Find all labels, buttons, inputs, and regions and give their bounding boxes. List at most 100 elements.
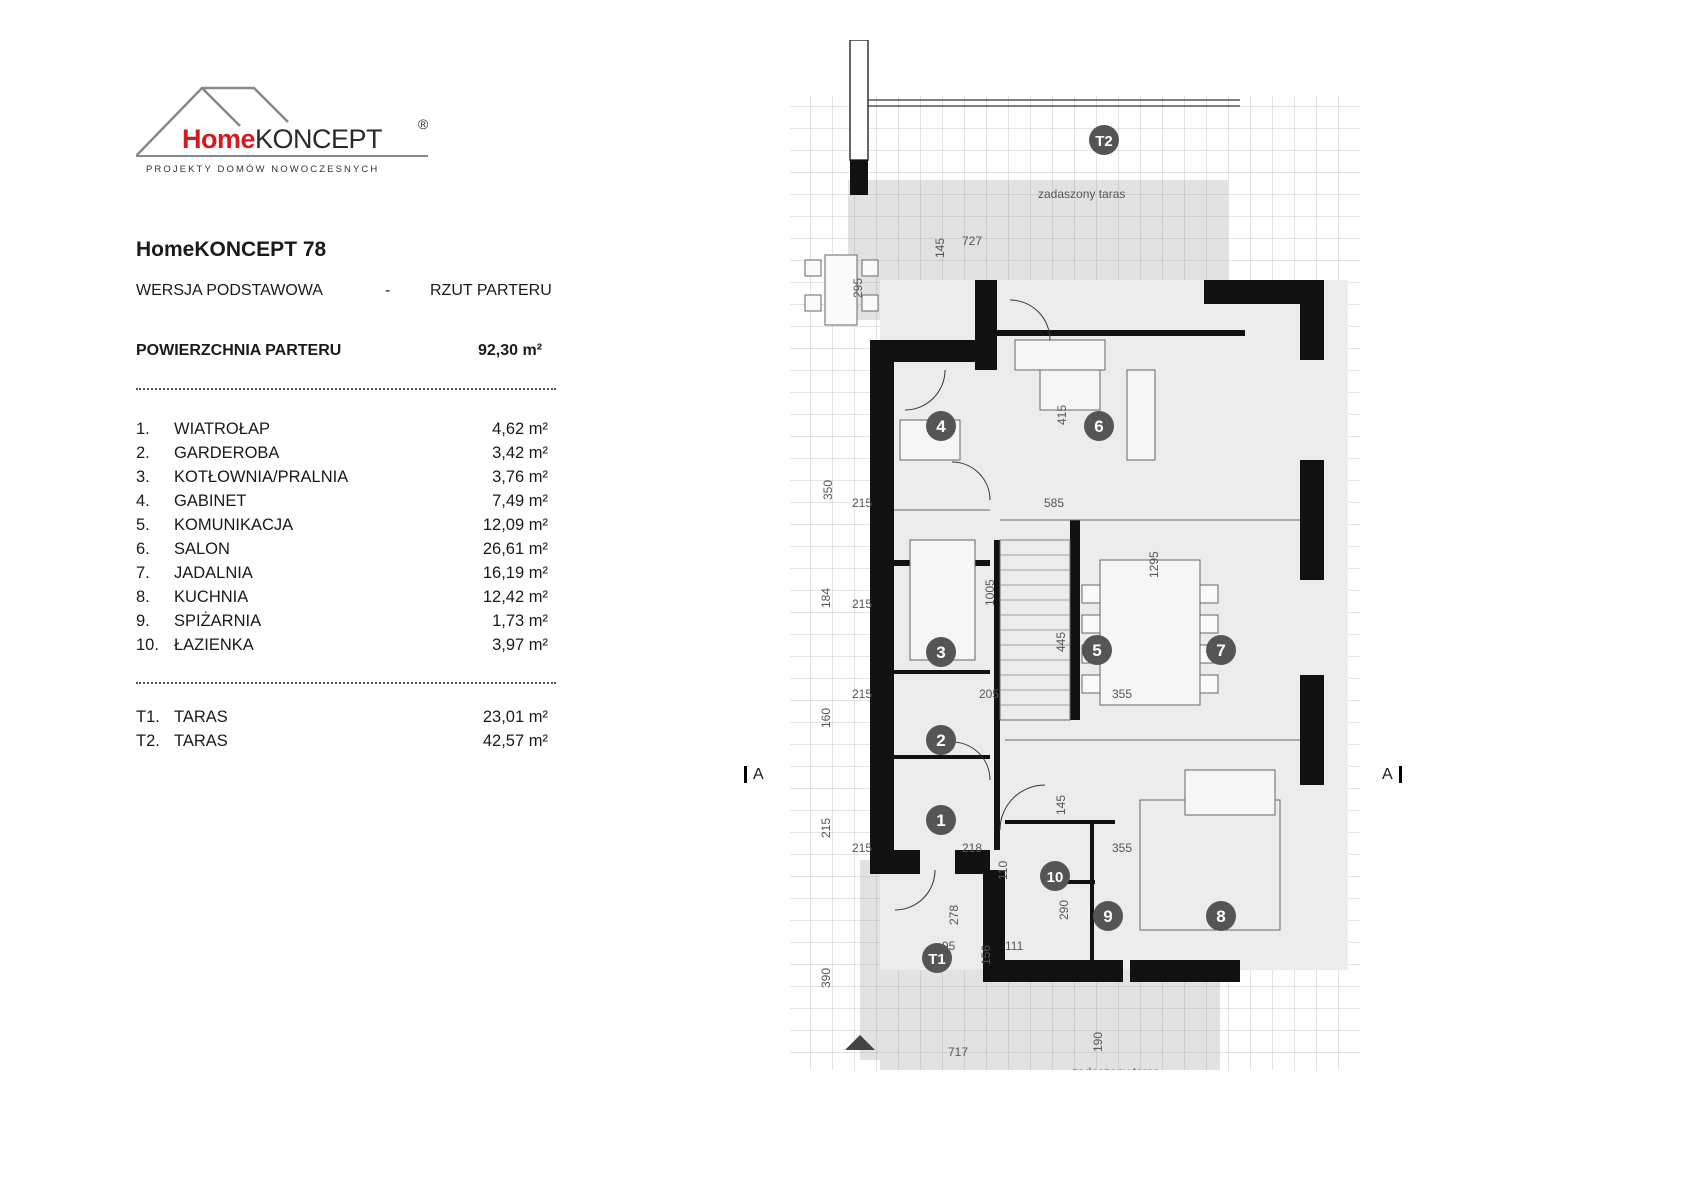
room-name: GABINET xyxy=(174,492,247,510)
room-row: 9. SPIŻARNIA 1,73 m² xyxy=(136,612,556,636)
stairs xyxy=(1000,539,1070,706)
project-title: HomeKONCEPT 78 xyxy=(136,238,327,261)
dim-205: 205 xyxy=(979,687,999,701)
room-marker-1: 1 xyxy=(926,805,956,835)
divider xyxy=(136,388,556,390)
terrace-marker-t2: T2 xyxy=(1089,125,1119,155)
room-area: 12,42 m² xyxy=(482,588,548,606)
room-name: ŁAZIENKA xyxy=(174,636,254,654)
room-marker-9: 9 xyxy=(1093,901,1123,931)
room-markers: 1 2 3 4 5 6 7 8 9 10 T1 T2 xyxy=(922,125,1236,973)
room-area: 1,73 m² xyxy=(492,612,548,630)
room-area: 16,19 m² xyxy=(482,564,548,582)
dim-218: 218 xyxy=(962,841,982,855)
room-marker-8: 8 xyxy=(1206,901,1236,931)
room-num: 1. xyxy=(136,420,150,438)
logo-koncept: KONCEPT xyxy=(255,124,383,154)
room-marker-10: 10 xyxy=(1040,861,1070,891)
dim-215: 215 xyxy=(852,687,872,701)
dim-111: 111 xyxy=(1005,939,1024,953)
svg-text:3: 3 xyxy=(936,643,945,662)
entrance-arrow xyxy=(845,1035,875,1050)
room-area: 7,49 m² xyxy=(492,492,548,510)
room-area: 3,76 m² xyxy=(492,468,548,486)
dim-215: 215 xyxy=(852,496,872,510)
terrace-name: TARAS xyxy=(174,708,228,726)
room-num: 9. xyxy=(136,612,150,630)
dim-215: 215 xyxy=(852,841,872,855)
dim-355: 355 xyxy=(1112,841,1132,855)
room-row: 7. JADALNIA 16,19 m² xyxy=(136,564,556,588)
covered-terrace-label-top: zadaszony taras xyxy=(1038,187,1125,201)
dim-295: 295 xyxy=(851,278,865,298)
terrace-area: 42,57 m² xyxy=(482,732,548,750)
dim-445: 445 xyxy=(1054,632,1068,652)
area-value: 92,30 m² xyxy=(478,342,543,359)
covered-terrace-label-bottom: zadaszony taras xyxy=(1072,1065,1159,1070)
project-view: RZUT PARTERU xyxy=(430,282,552,299)
svg-text:4: 4 xyxy=(936,417,946,436)
room-area: 26,61 m² xyxy=(482,540,548,558)
doors xyxy=(894,299,1051,911)
room-name: KUCHNIA xyxy=(174,588,249,606)
room-area: 4,62 m² xyxy=(492,420,548,438)
dim-585: 585 xyxy=(1044,496,1064,510)
room-row: 3. KOTŁOWNIA/PRALNIA 3,76 m² xyxy=(136,468,556,492)
logo-tagline: PROJEKTY DOMÓW NOWOCZESNYCH xyxy=(146,164,380,175)
dim-290: 290 xyxy=(1057,900,1071,920)
dim-190: 190 xyxy=(1091,1032,1105,1052)
room-num: 8. xyxy=(136,588,150,606)
room-row: 5. KOMUNIKACJA 12,09 m² xyxy=(136,516,556,540)
floor-plan: 727 145 295 350 215 415 585 1005 1295 44… xyxy=(790,40,1360,1070)
terrace-marker-t1: T1 xyxy=(922,943,952,973)
dimension-labels: 727 145 295 350 215 415 585 1005 1295 44… xyxy=(819,234,1161,1059)
svg-text:7: 7 xyxy=(1216,641,1225,660)
dim-145: 145 xyxy=(933,238,947,258)
room-name: KOMUNIKACJA xyxy=(174,516,294,534)
svg-text:2: 2 xyxy=(936,731,945,750)
svg-text:T1: T1 xyxy=(928,951,946,968)
dim-184: 184 xyxy=(819,588,833,608)
terrace-num: T2. xyxy=(136,732,160,750)
dim-727: 727 xyxy=(962,234,982,248)
room-num: 4. xyxy=(136,492,150,510)
room-name: SPIŻARNIA xyxy=(174,612,262,630)
svg-text:9: 9 xyxy=(1103,907,1112,926)
dim-350: 350 xyxy=(821,480,835,500)
dim-415: 415 xyxy=(1055,405,1069,425)
logo-roof xyxy=(136,86,428,157)
room-marker-5: 5 xyxy=(1082,635,1112,665)
room-num: 7. xyxy=(136,564,150,582)
room-num: 3. xyxy=(136,468,150,486)
area-label: POWIERZCHNIA PARTERU xyxy=(136,342,342,359)
dim-215: 215 xyxy=(819,818,833,838)
walls xyxy=(870,280,1324,982)
room-marker-4: 4 xyxy=(926,411,956,441)
terrace-row: T2. TARAS 42,57 m² xyxy=(136,732,556,756)
outdoor-table xyxy=(804,254,879,326)
room-name: WIATROŁAP xyxy=(174,420,270,438)
room-num: 5. xyxy=(136,516,150,534)
project-version: WERSJA PODSTAWOWA xyxy=(136,282,323,299)
room-marker-3: 3 xyxy=(926,637,956,667)
room-row: 10. ŁAZIENKA 3,97 m² xyxy=(136,636,556,660)
logo-registered: ® xyxy=(418,116,429,132)
room-area: 3,97 m² xyxy=(492,636,548,654)
svg-text:5: 5 xyxy=(1092,641,1101,660)
room-row: 4. GABINET 7,49 m² xyxy=(136,492,556,516)
room-name: JADALNIA xyxy=(174,564,253,582)
room-num: 10. xyxy=(136,636,159,654)
dim-390: 390 xyxy=(819,968,833,988)
dim-355: 355 xyxy=(1112,687,1132,701)
terrace-name: TARAS xyxy=(174,732,228,750)
room-area: 12,09 m² xyxy=(482,516,548,534)
section-marker-left: A xyxy=(744,766,764,784)
svg-text:10: 10 xyxy=(1047,869,1064,886)
svg-text:T2: T2 xyxy=(1095,133,1113,150)
room-name: KOTŁOWNIA/PRALNIA xyxy=(174,468,349,486)
room-num: 2. xyxy=(136,444,150,462)
room-marker-7: 7 xyxy=(1206,635,1236,665)
